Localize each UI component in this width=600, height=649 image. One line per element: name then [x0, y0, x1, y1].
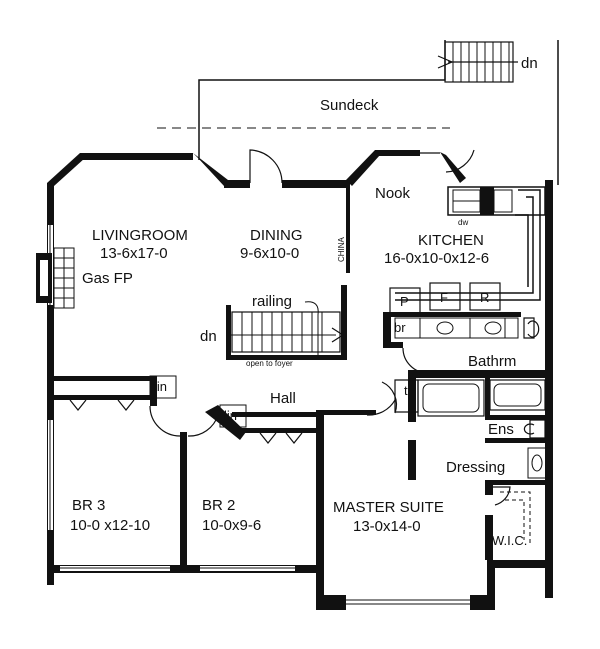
br3-size: 10-0 x12-10 [70, 517, 150, 534]
br3-name: BR 3 [72, 497, 105, 514]
nook-door [420, 149, 475, 173]
railing-label: railing [252, 293, 292, 310]
bathroom-label: Bathrm [468, 353, 516, 370]
stair-down-label: dn [200, 328, 217, 345]
deck-door [249, 149, 283, 184]
livingroom-name: LIVINGROOM [92, 227, 188, 244]
t-closet-label: t [404, 383, 408, 398]
fireplace [36, 247, 75, 309]
nook-label: Nook [375, 185, 411, 202]
gas-fp-label: Gas FP [82, 270, 133, 287]
bedroom-walls [54, 375, 316, 567]
sundeck-label: Sundeck [320, 97, 379, 114]
master-walls [316, 370, 545, 565]
pantry-label: P [400, 294, 409, 309]
fridge-label: F [440, 290, 448, 305]
deck-stairs [437, 41, 518, 83]
livingroom-size: 13-6x17-0 [100, 245, 168, 262]
open-to-foyer-label: open to foyer [246, 359, 293, 368]
br2-size: 10-0x9-6 [202, 517, 261, 534]
kitchen-name: KITCHEN [418, 232, 484, 249]
dishwasher-label: dw [458, 218, 468, 227]
hall-closets [366, 379, 419, 416]
dining-name: DINING [250, 227, 303, 244]
dining-size: 9-6x10-0 [240, 245, 299, 262]
bathroom-fixtures [383, 312, 553, 417]
interior-stairs [226, 285, 347, 360]
linen-closet-2-label: lin [224, 408, 237, 423]
exterior-walls [47, 150, 553, 610]
master-suite-name: MASTER SUITE [333, 499, 444, 516]
china-label: CHINA [337, 236, 346, 262]
deck-stair-down-label: dn [521, 55, 538, 72]
bathroom-cabinet-label: br [394, 320, 406, 335]
linen-closet-1-label: lin [154, 379, 167, 394]
range-label: R [480, 290, 489, 305]
master-suite-size: 13-0x14-0 [353, 518, 421, 535]
kitchen-counters [389, 186, 546, 314]
ensuite-fixtures [485, 378, 547, 479]
br2-name: BR 2 [202, 497, 235, 514]
wic-label: W.I.C. [492, 533, 527, 548]
ensuite-label: Ens [488, 421, 514, 438]
dressing-label: Dressing [446, 459, 505, 476]
kitchen-size: 16-0x10-0x12-6 [384, 250, 489, 267]
hall-label: Hall [270, 390, 296, 407]
